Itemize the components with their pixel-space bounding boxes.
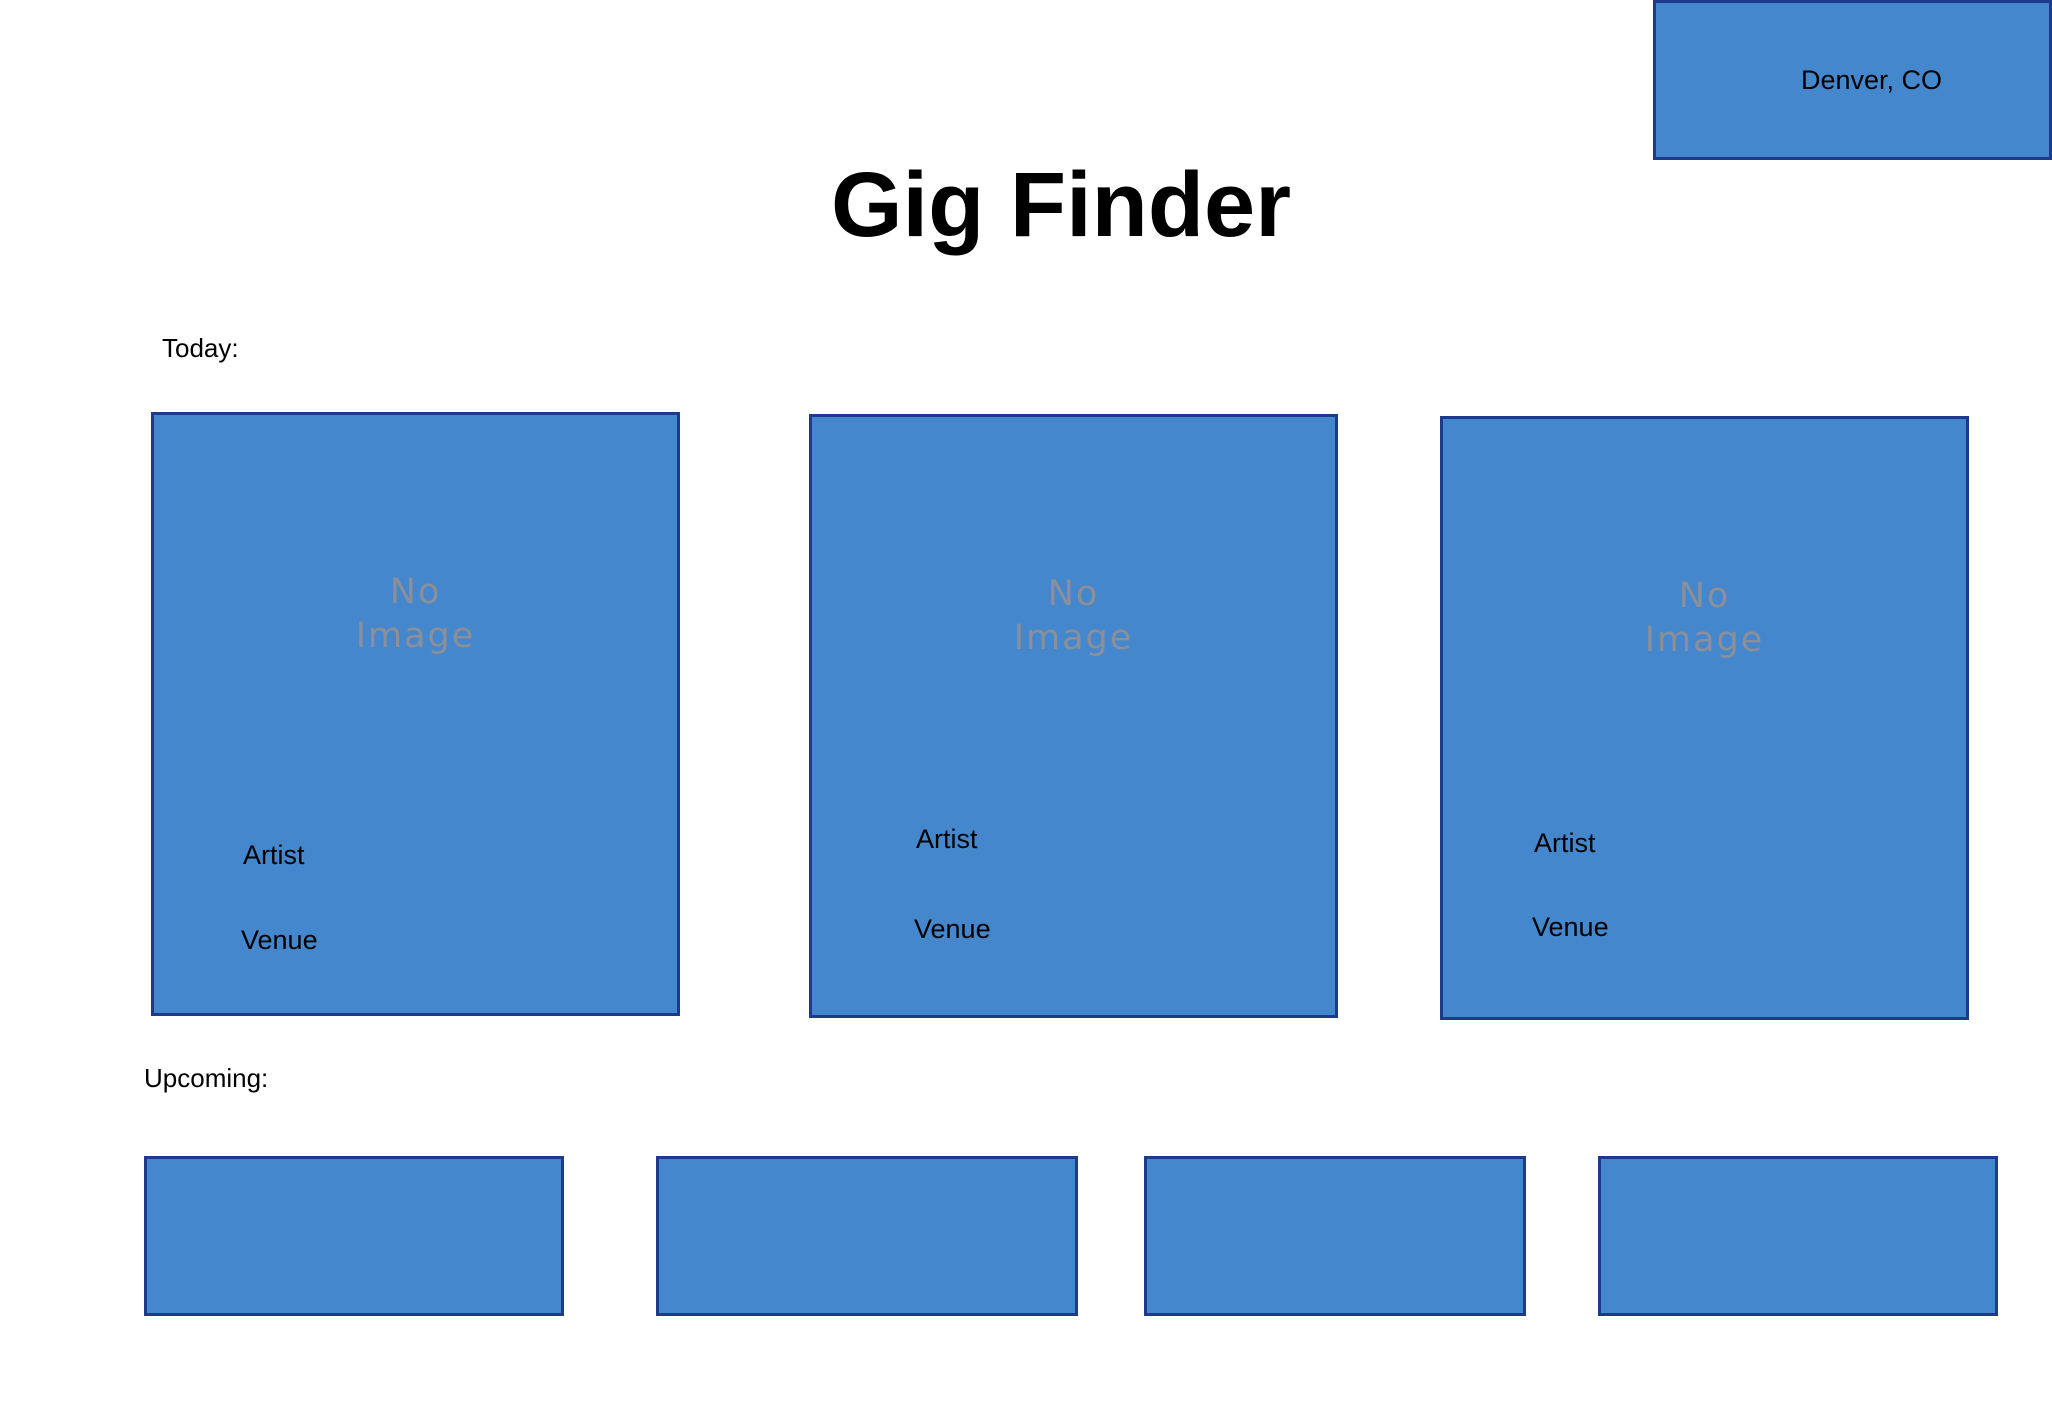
upcoming-gig-card-4[interactable]	[1598, 1156, 1998, 1316]
today-section-label: Today:	[162, 333, 239, 363]
card-artist-label: Artist	[243, 840, 305, 870]
upcoming-gig-card-2[interactable]	[656, 1156, 1078, 1316]
today-gig-card-2[interactable]: No Image Artist Venue	[809, 414, 1338, 1018]
no-image-placeholder: No Image	[1644, 576, 1765, 660]
page-title: Gig Finder	[831, 154, 1291, 256]
card-venue-label: Venue	[241, 925, 318, 955]
upcoming-gig-card-1[interactable]	[144, 1156, 564, 1316]
today-gig-card-1[interactable]: No Image Artist Venue	[151, 412, 680, 1016]
upcoming-section-label: Upcoming:	[144, 1063, 269, 1093]
card-venue-label: Venue	[1532, 912, 1609, 942]
no-image-placeholder: No Image	[355, 572, 476, 656]
upcoming-gig-card-3[interactable]	[1144, 1156, 1526, 1316]
card-artist-label: Artist	[1534, 828, 1596, 858]
no-image-placeholder: No Image	[1013, 574, 1134, 658]
location-selector[interactable]: Denver, CO	[1653, 0, 2052, 160]
card-venue-label: Venue	[914, 914, 991, 944]
location-label: Denver, CO	[1800, 64, 1943, 95]
card-artist-label: Artist	[916, 824, 978, 854]
today-gig-card-3[interactable]: No Image Artist Venue	[1440, 416, 1969, 1020]
